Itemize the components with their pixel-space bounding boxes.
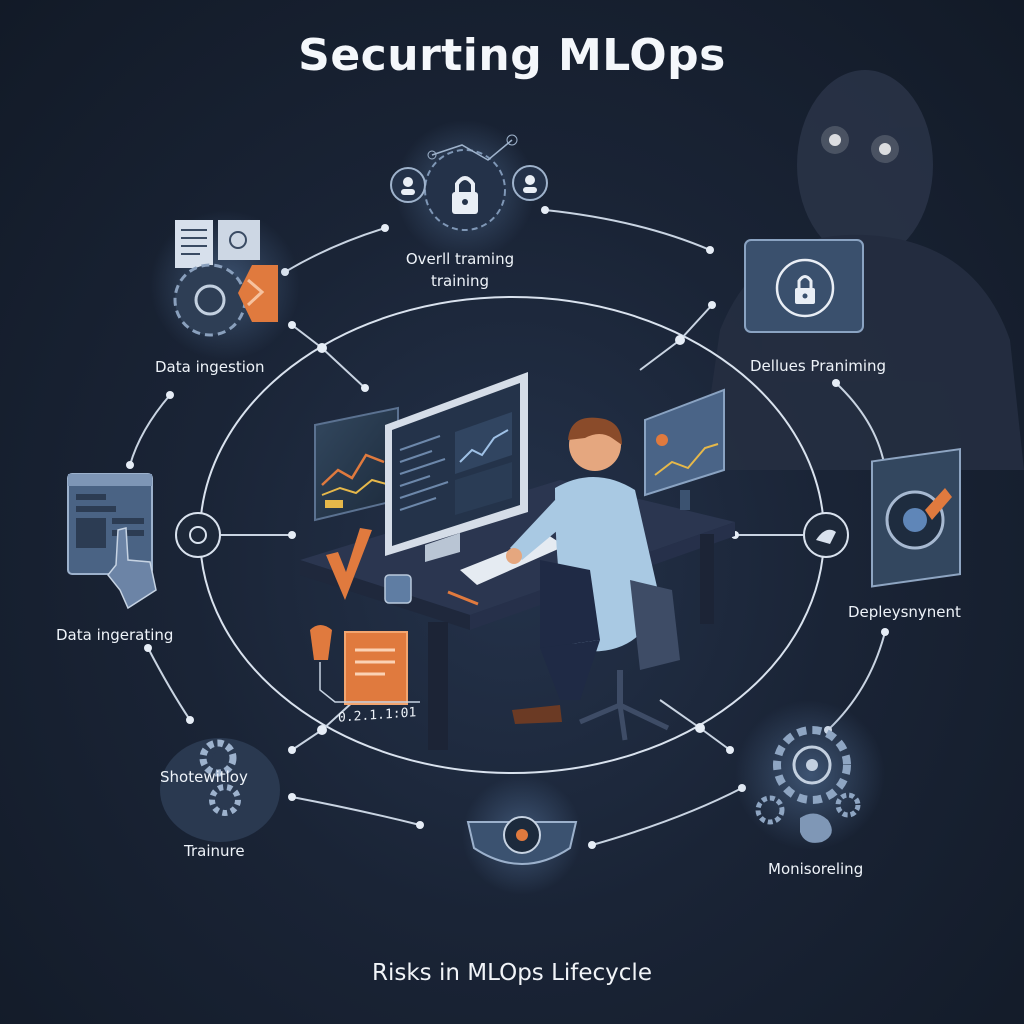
label-deployment: Depleysnynent [848,603,961,621]
label-overall-training-line1: Overll traming [405,250,515,268]
diagram-title: Securting MLOps [298,30,726,81]
label-showetwitloy: Shotewitloy [160,768,248,786]
monitor-icon [314,406,399,522]
workstation-illustration [300,372,735,750]
diagram-footer: Risks in MLOps Lifecycle [372,960,652,986]
label-overall-training: Overll traming training [390,250,530,290]
monitor-icon [385,372,528,562]
label-data-ingestion: Data ingestion [155,358,265,376]
gear-icon [199,739,237,777]
gear-icon [209,784,241,816]
showetwitloy-icon [160,738,280,842]
camera-lens-icon [462,775,582,895]
deployment-icon [871,447,961,588]
label-deploy-planning: Dellues Praniming [750,357,887,375]
data-ingestion-icon [150,210,300,360]
label-trainure: Trainure [184,842,245,860]
desk-gadget-icon [310,625,420,705]
ring-node-left [175,512,221,558]
label-data-ingerating: Data ingerating [56,626,174,644]
monitor-icon [644,388,725,510]
ring-node-right [803,512,849,558]
label-overall-training-line2: training [430,272,490,290]
label-monitoring: Monisoreling [768,860,864,878]
data-ingerating-icon [67,473,157,610]
deploy-planning-icon [744,239,864,333]
hand-pointer-icon [107,527,157,610]
monitoring-icon [735,700,885,850]
overall-training-icon [390,120,548,260]
